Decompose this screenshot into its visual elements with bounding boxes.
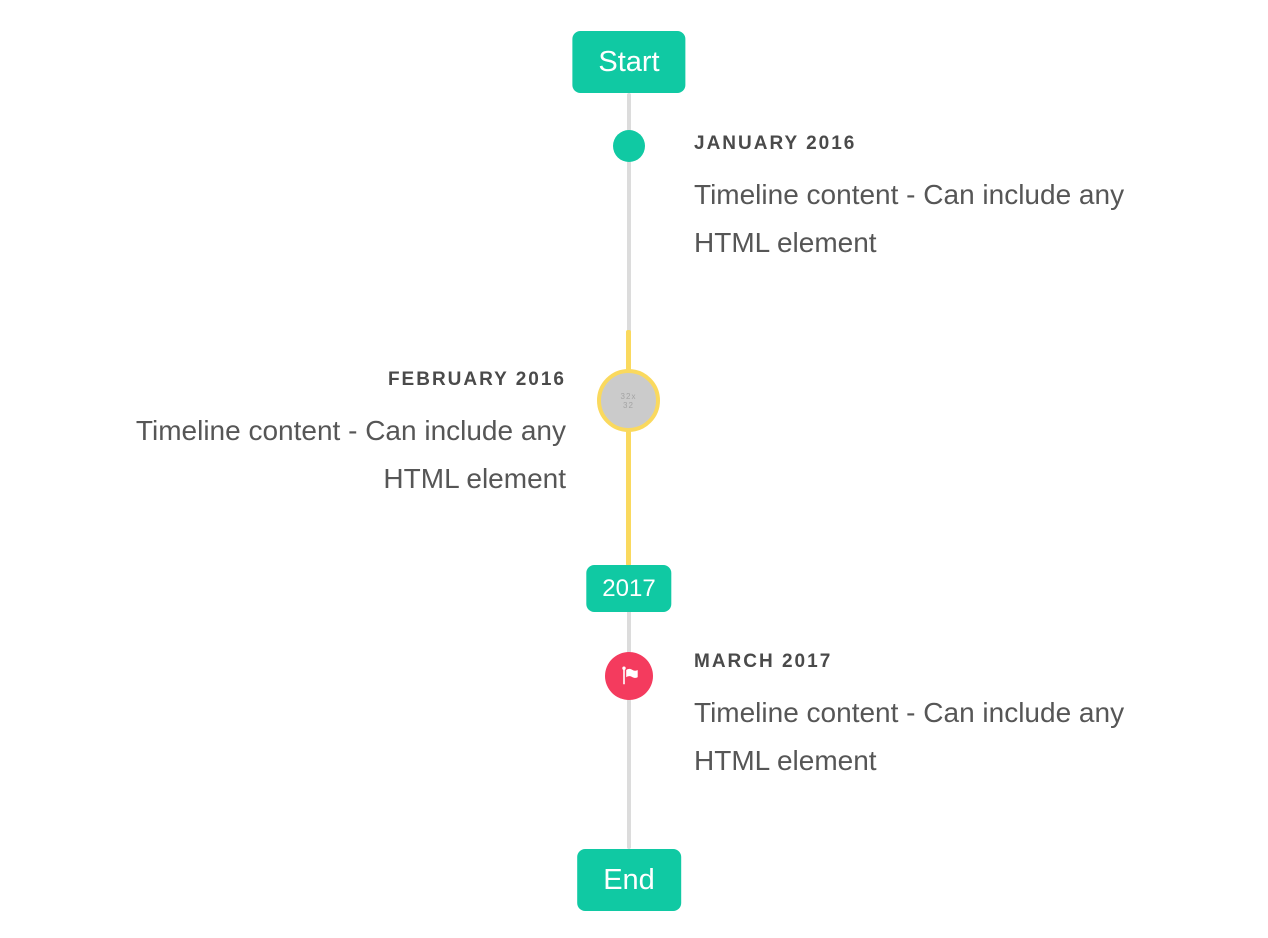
entry-title: FEBRUARY 2016 [387,369,566,390]
flag-icon [617,664,641,688]
timeline-line-highlight [626,330,631,566]
entry-title: JANUARY 2016 [694,133,857,154]
entry-title: MARCH 2017 [694,651,833,672]
timeline-entry-march: MARCH 2017 Timeline content - Can includ… [694,649,1194,785]
timeline-year-badge: 2017 [586,565,672,612]
entry-content: Timeline content - Can include any HTML … [694,697,1125,776]
timeline-entry-january: JANUARY 2016 Timeline content - Can incl… [694,131,1194,267]
image-placeholder-text: 32x32 [620,391,637,410]
entry-content: Timeline content - Can include any HTML … [135,415,566,494]
marker-flag-march [605,652,653,700]
marker-image-february: 32x32 [597,369,660,432]
timeline-entry-february: FEBRUARY 2016 Timeline content - Can inc… [66,367,566,503]
timeline-start-badge: Start [572,31,686,93]
entry-content: Timeline content - Can include any HTML … [694,179,1125,258]
timeline-end-badge: End [577,849,681,911]
marker-dot-january [613,130,645,162]
